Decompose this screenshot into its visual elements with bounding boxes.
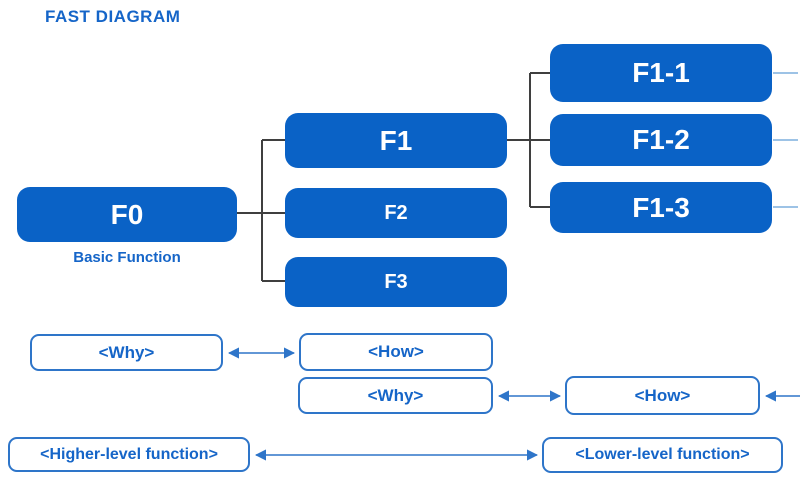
how-box-1: <How> <box>299 333 493 371</box>
page-title: FAST DIAGRAM <box>45 7 181 26</box>
basic-function-caption: Basic Function <box>73 249 181 266</box>
function-box-f2-label: F2 <box>384 201 408 224</box>
function-box-f1-1: F1-1 <box>550 44 772 102</box>
function-box-f3: F3 <box>285 257 507 307</box>
function-box-f1-1-label: F1-1 <box>632 57 690 88</box>
function-box-f0-label: F0 <box>110 198 144 230</box>
function-box-f1-label: F1 <box>379 124 413 156</box>
why-box-1: <Why> <box>30 334 223 371</box>
how-box-1-label: <How> <box>368 342 424 361</box>
function-box-f1-2: F1-2 <box>550 114 772 166</box>
how-box-2: <How> <box>565 376 760 415</box>
how-box-2-label: <How> <box>634 385 691 405</box>
why-box-1-label: <Why> <box>98 342 155 362</box>
function-box-f1: F1 <box>285 113 507 168</box>
lower-level-function-box: <Lower-level function> <box>542 437 783 473</box>
why-box-2-label: <Why> <box>367 385 424 405</box>
function-box-f2: F2 <box>285 188 507 238</box>
function-box-f0: F0 <box>17 187 237 242</box>
higher-level-function-label: <Higher-level function> <box>40 445 218 463</box>
subfunction-stub-lines <box>773 72 798 208</box>
function-box-f1-2-label: F1-2 <box>632 124 690 155</box>
function-box-f3-label: F3 <box>384 270 408 293</box>
function-box-f1-3-label: F1-3 <box>632 191 690 223</box>
higher-level-function-box: <Higher-level function> <box>8 437 250 472</box>
tree-connectors <box>237 72 550 282</box>
why-box-2: <Why> <box>298 377 493 414</box>
function-box-f1-3: F1-3 <box>550 182 772 233</box>
lower-level-function-label: <Lower-level function> <box>575 446 750 463</box>
